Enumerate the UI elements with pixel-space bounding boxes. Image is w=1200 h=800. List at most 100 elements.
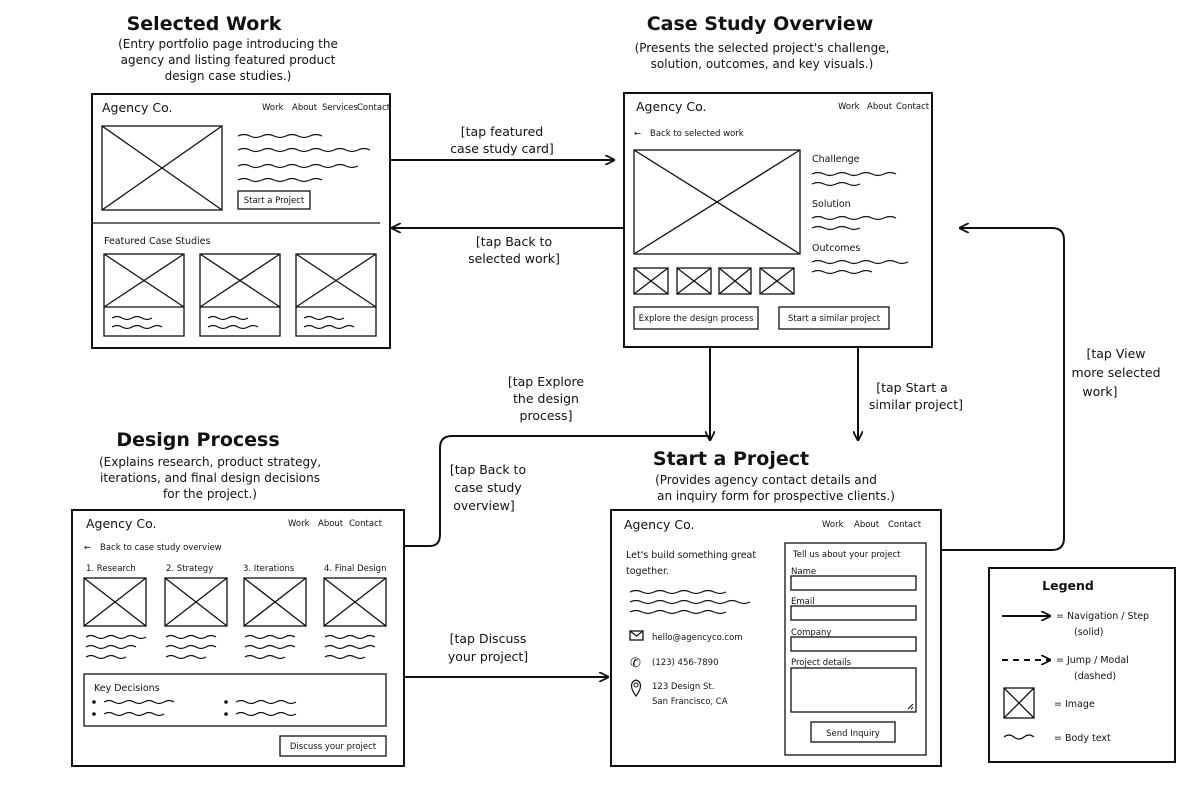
transition-label: more selected	[1071, 365, 1160, 380]
screen-case-study-overview: Case Study Overview (Presents the select…	[623, 13, 933, 348]
explore-design-process-button[interactable]	[633, 306, 759, 330]
headline-line: Let's build something great	[626, 550, 756, 561]
nav-about[interactable]: About	[318, 519, 344, 529]
legend-label: (dashed)	[1074, 671, 1116, 682]
transition-label: [tap View	[1086, 346, 1145, 361]
key-decisions-heading: Key Decisions	[94, 683, 160, 694]
email-field[interactable]	[790, 605, 917, 621]
legend: Legend = Navigation / Step (solid) = Jum…	[988, 567, 1176, 763]
screen-title: Design Process	[116, 429, 279, 451]
legend-label: = Navigation / Step	[1056, 611, 1149, 622]
step-body-text	[85, 634, 376, 660]
arrow-to-case-study-view-more	[941, 228, 1065, 551]
transition-label: [tap featured	[461, 124, 543, 139]
nav-contact[interactable]: Contact	[349, 519, 383, 529]
thumbnail-image[interactable]	[633, 267, 669, 295]
headline-line: together.	[626, 566, 669, 577]
case-study-card[interactable]	[103, 253, 185, 337]
screen-description-line: solution, outcomes, and key visuals.)	[651, 57, 874, 71]
screen-description-line: (Explains research, product strategy,	[99, 455, 321, 469]
start-similar-project-button[interactable]	[778, 306, 890, 330]
nav-work[interactable]: Work	[262, 103, 284, 113]
image-placeholder-icon	[1003, 687, 1035, 719]
back-link[interactable]: ← Back to selected work	[634, 129, 744, 139]
brand-logo[interactable]: Agency Co.	[624, 517, 694, 532]
section-challenge: Challenge	[812, 154, 860, 165]
nav-work[interactable]: Work	[288, 519, 310, 529]
nav-contact[interactable]: Contact	[896, 102, 930, 112]
legend-box	[988, 567, 1176, 763]
section-solution: Solution	[812, 199, 851, 210]
section-heading: Featured Case Studies	[104, 236, 211, 247]
step-image	[243, 577, 307, 627]
step-image	[164, 577, 228, 627]
hero-image	[101, 125, 223, 211]
nav-services[interactable]: Services	[322, 103, 358, 113]
arrow-left-icon: ←	[84, 543, 91, 553]
phone-icon: ✆	[630, 656, 641, 671]
discuss-project-button[interactable]	[279, 735, 387, 757]
thumbnail-image[interactable]	[676, 267, 712, 295]
brand-logo[interactable]: Agency Co.	[102, 100, 172, 115]
back-link-label: Back to case study overview	[100, 543, 222, 553]
brand-logo[interactable]: Agency Co.	[86, 516, 156, 531]
start-project-button-label: Start a Project	[244, 196, 305, 206]
nav-about[interactable]: About	[867, 102, 893, 112]
contact-phone[interactable]: (123) 456-7890	[652, 658, 718, 668]
arrow-left-icon: ←	[634, 129, 641, 139]
back-link-label: Back to selected work	[650, 129, 744, 139]
contact-address-line: 123 Design St.	[652, 682, 714, 692]
company-field[interactable]	[790, 636, 917, 652]
screen-description-line: iterations, and final design decisions	[100, 471, 320, 485]
screen-title: Selected Work	[127, 13, 282, 35]
body-text	[811, 215, 897, 221]
hero-body-text	[237, 133, 371, 183]
back-link[interactable]: ← Back to case study overview	[84, 543, 222, 553]
transition-label: overview]	[453, 498, 515, 513]
brand-logo[interactable]: Agency Co.	[636, 99, 706, 114]
transition-label: [tap Discuss	[450, 631, 527, 646]
field-label-project-details: Project details	[791, 658, 852, 668]
transition-label: work]	[1082, 384, 1117, 399]
contact-email[interactable]: hello@agencyco.com	[652, 633, 743, 643]
transition-label: your project]	[448, 649, 528, 664]
legend-title: Legend	[1042, 578, 1094, 593]
discuss-button-label: Discuss your project	[290, 742, 377, 752]
screen-description-line: (Provides agency contact details and	[655, 473, 877, 487]
transition-label: [tap Back to	[450, 462, 526, 477]
screen-selected-work: Selected Work (Entry portfolio page intr…	[91, 13, 391, 349]
nav-contact[interactable]: Contact	[888, 520, 922, 530]
transition-label: selected work]	[468, 251, 560, 266]
legend-label: = Image	[1054, 699, 1095, 710]
section-outcomes: Outcomes	[812, 243, 860, 254]
location-pin-icon	[630, 679, 642, 698]
transition-labels: [tap featured case study card] [tap Back…	[448, 124, 1161, 664]
case-study-card[interactable]	[295, 253, 377, 337]
thumbnail-image[interactable]	[759, 267, 795, 295]
project-details-textarea[interactable]	[790, 667, 917, 713]
name-field[interactable]	[790, 575, 917, 591]
transition-arrows	[390, 160, 1065, 677]
screen-description-line: (Entry portfolio page introducing the	[118, 37, 338, 51]
main-image	[633, 149, 801, 255]
nav-about[interactable]: About	[854, 520, 880, 530]
step-label: 2. Strategy	[166, 564, 213, 574]
nav-work[interactable]: Work	[822, 520, 844, 530]
wave-line-icon	[1003, 734, 1035, 740]
field-label-name: Name	[791, 567, 816, 577]
start-project-button[interactable]	[237, 190, 311, 210]
resize-handle-icon[interactable]	[907, 703, 914, 710]
thumbnail-image[interactable]	[718, 267, 752, 295]
nav-contact[interactable]: Contact	[357, 103, 391, 113]
arrow-design-to-case-study-path	[404, 435, 710, 547]
screen-description-line: design case studies.)	[165, 69, 292, 83]
explore-button-label: Explore the design process	[639, 314, 754, 324]
case-study-card[interactable]	[199, 253, 281, 337]
step-label: 3. Iterations	[243, 564, 295, 574]
transition-label: the design	[513, 391, 579, 406]
send-inquiry-button[interactable]	[810, 721, 896, 743]
legend-label: = Body text	[1054, 733, 1111, 744]
nav-work[interactable]: Work	[838, 102, 860, 112]
nav-about[interactable]: About	[292, 103, 318, 113]
